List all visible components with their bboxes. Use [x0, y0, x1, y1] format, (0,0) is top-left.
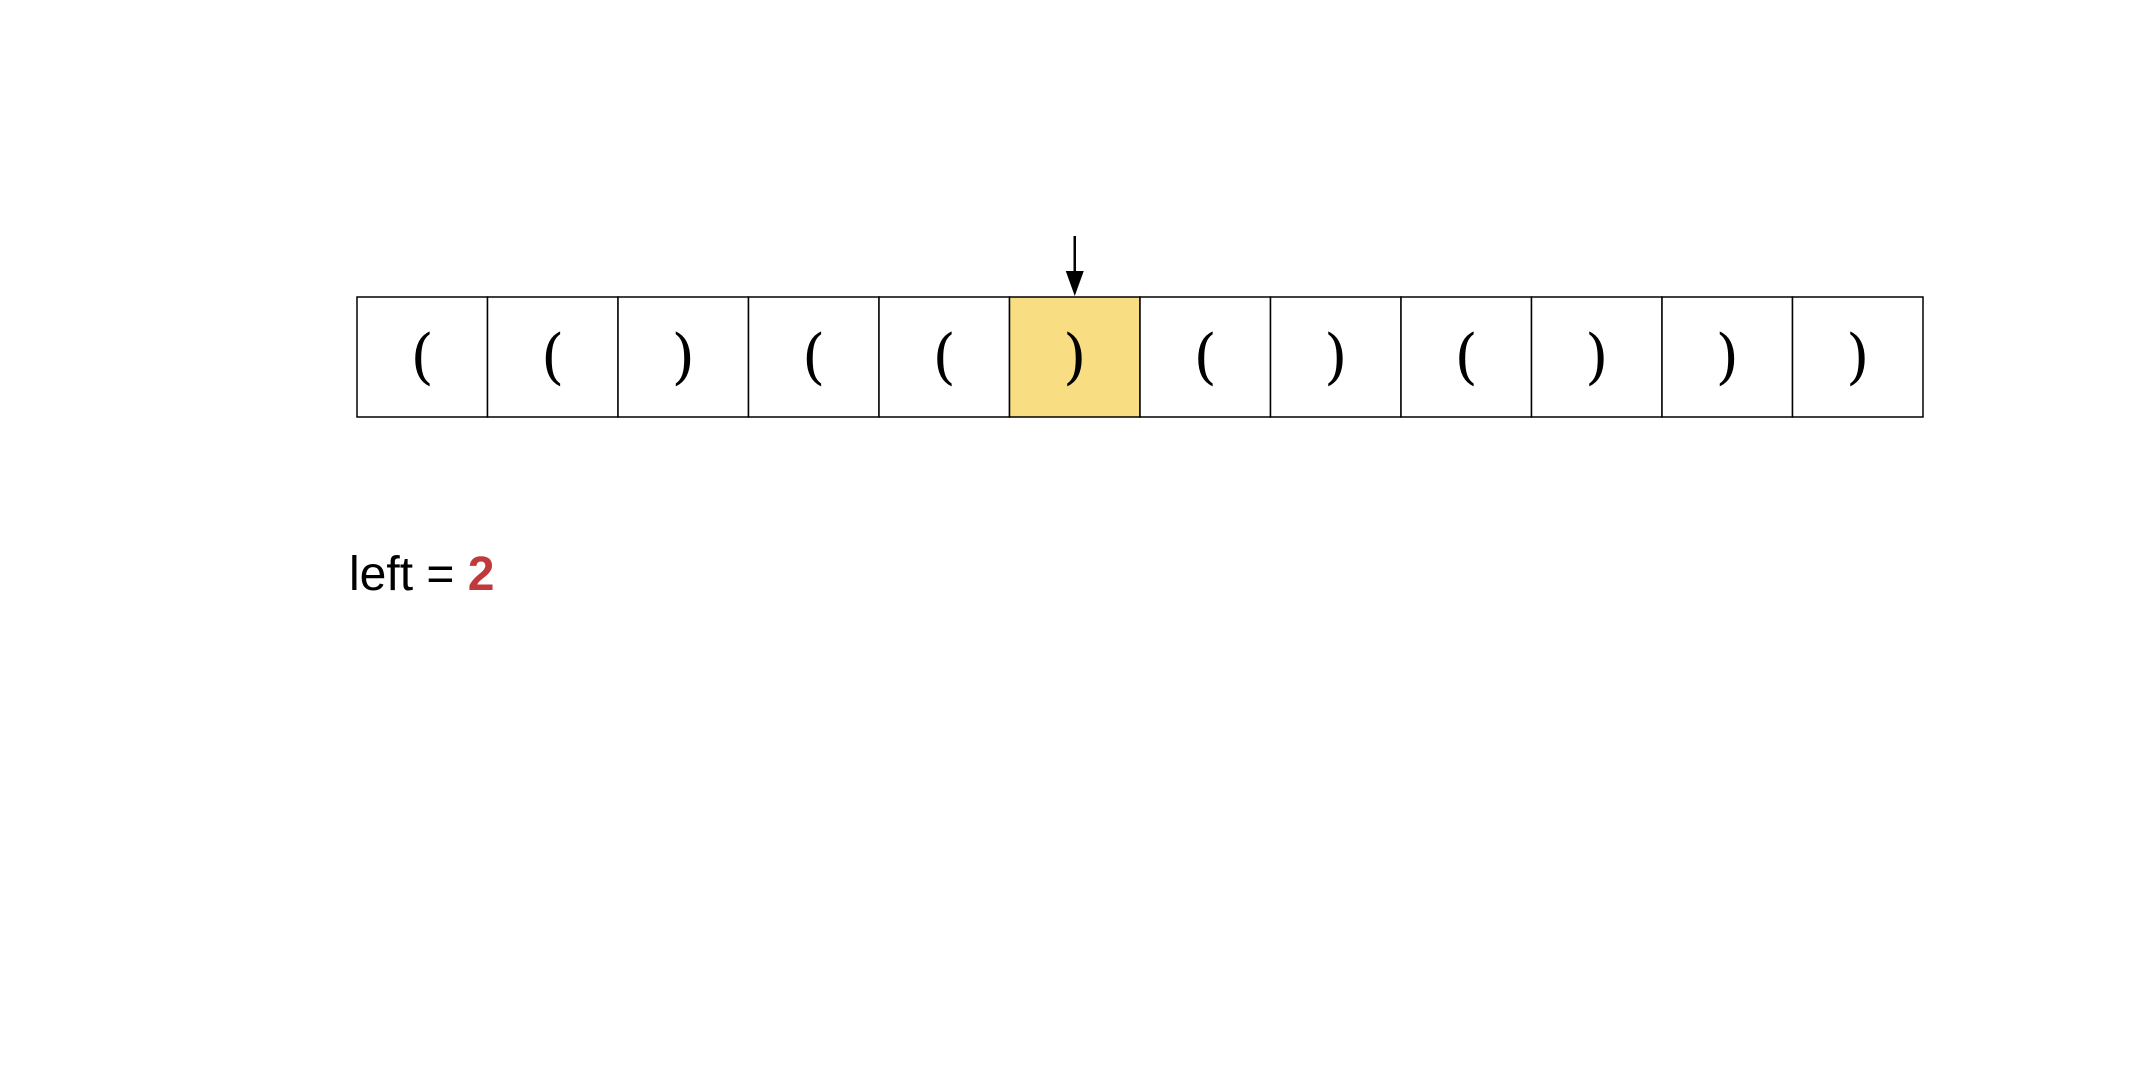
array-cell-char-10: )	[1716, 322, 1739, 392]
array-cell-11	[1791, 296, 1924, 418]
pointer-arrow-head	[1065, 271, 1084, 296]
array-cell-char-7: )	[1324, 322, 1347, 392]
array-cells: ( () ( () () ()))	[356, 296, 1924, 418]
array-cell-8	[1400, 296, 1533, 418]
left-counter-label: left =	[349, 548, 468, 601]
array-cell-char-5: )	[1063, 322, 1086, 392]
array-cell-0	[356, 296, 489, 418]
pointer-arrow	[1065, 236, 1084, 296]
array-cell-char-8: (	[1455, 322, 1478, 392]
array-cell-char-6: (	[1194, 322, 1217, 392]
array-cell-1	[486, 296, 619, 418]
array-cell-char-11: )	[1846, 322, 1869, 392]
array-cell-char-3: (	[802, 322, 825, 392]
array-cell-2	[617, 296, 750, 418]
array-cell-char-4: (	[933, 322, 956, 392]
array-cell-7	[1269, 296, 1402, 418]
left-counter-value: 2	[467, 548, 495, 601]
left-counter: left = 2	[349, 546, 494, 604]
array-cell-char-1: (	[541, 322, 564, 392]
array-cell-6	[1139, 296, 1272, 418]
array-cell-char-9: )	[1585, 322, 1608, 392]
array-cell-5	[1008, 296, 1141, 418]
array-cell-char-0: (	[411, 322, 434, 392]
array-cell-4	[878, 296, 1011, 418]
array-cell-3	[747, 296, 880, 418]
array-cell-9	[1530, 296, 1663, 418]
array-cell-char-2: )	[672, 322, 695, 392]
